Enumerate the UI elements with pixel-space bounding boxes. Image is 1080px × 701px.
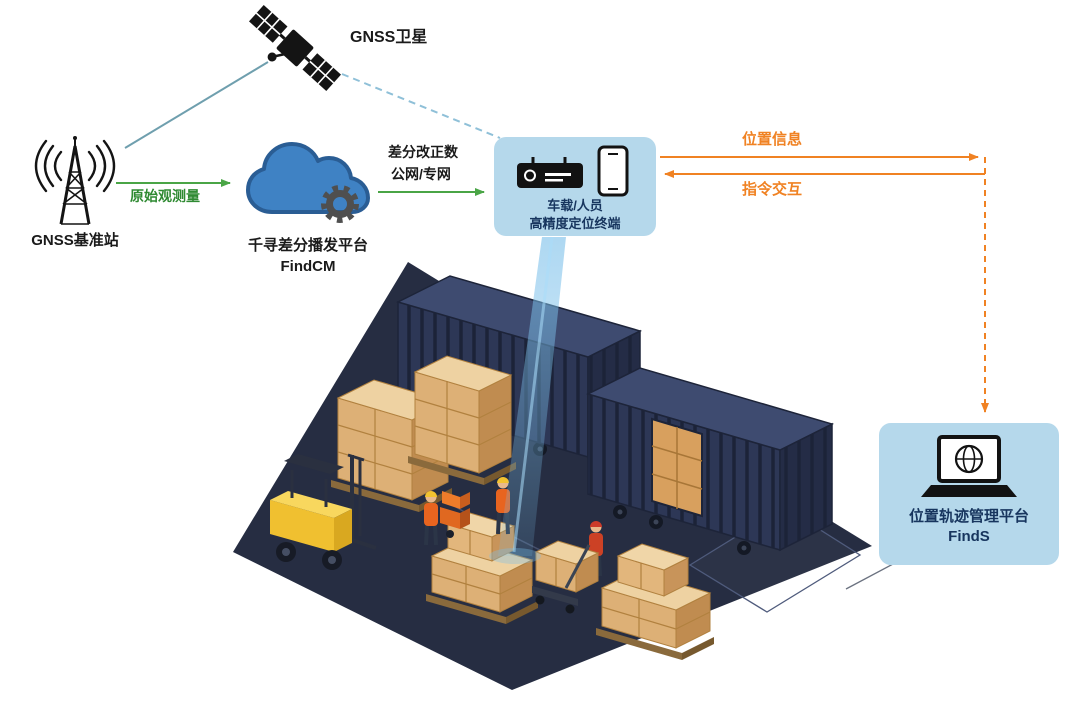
link-satellite-to-base [124,61,269,149]
link-satellite-to-terminal [341,73,501,139]
satellite-label: GNSS卫星 [350,29,428,46]
warehouse-scene [233,236,872,690]
callout-finds-to-platform [845,563,894,590]
command-interaction-label: 指令交互 [742,181,803,198]
vehicle-terminal-icon [517,157,583,188]
warehouse-platform [233,262,872,690]
raw-observation-label: 原始观测量 [130,188,200,204]
carton-pallet-right [596,543,714,660]
container-open-door-cargo [651,417,703,518]
gear-icon [321,185,359,223]
correction-label-line1: 差分改正数 [388,144,458,160]
cloud-platform-subtitle: FindCM [280,258,336,275]
forklift [270,453,377,570]
position-info-label: 位置信息 [742,131,803,148]
correction-label-line2: 公网/专网 [391,166,451,182]
globe-icon [954,444,984,474]
carton-stack-left-2 [408,355,516,485]
finds-label-title: 位置轨迹管理平台 [908,508,1029,525]
terminal-label-line2: 高精度定位终端 [529,215,621,231]
connector-lines [116,61,989,590]
gnss-satellite-icon [235,2,355,94]
base-station-label: GNSS基准站 [31,232,119,249]
terminal-device-icons [517,145,629,197]
terminal-label-line1: 车载/人员 [547,198,603,213]
finds-platform-node: 位置轨迹管理平台 FindS [879,423,1059,565]
finds-label-subtitle: FindS [948,528,990,546]
cloud-platform-title: 千寻差分播发平台 [247,237,368,254]
satellite-glyph [248,5,342,91]
terminal-node: 车载/人员 高精度定位终端 [494,137,656,236]
laptop-globe-icon [921,435,1017,497]
worker-1 [424,491,470,546]
radio-tower-icon [25,136,125,231]
cloud-glyph [246,142,370,223]
positioning-beam [489,236,566,564]
cloud-gear-icon [236,128,381,236]
worker-3-pallet-jack [532,521,603,614]
tower-glyph [34,136,116,225]
smartphone-icon [597,145,629,197]
shipping-container-2 [585,367,835,555]
